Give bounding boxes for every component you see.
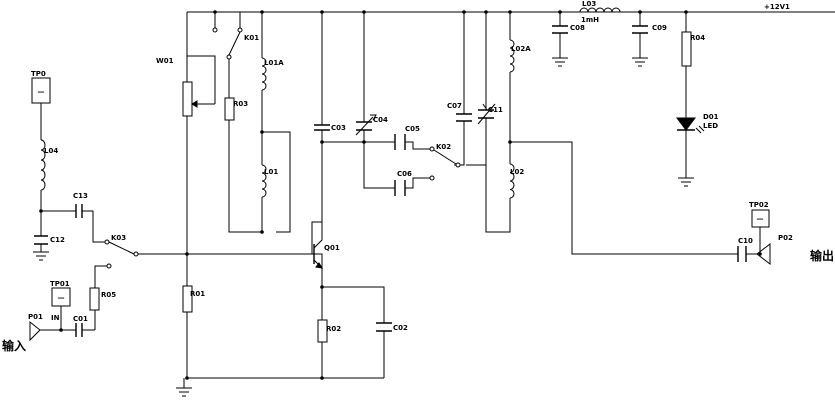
capacitor-c02 <box>376 322 392 332</box>
capacitor-c11 <box>477 103 496 125</box>
r03-label: R03 <box>233 100 248 108</box>
q01-label: Q01 <box>324 244 340 252</box>
transistor-q01 <box>313 222 323 287</box>
c07-label: C07 <box>447 102 462 110</box>
test-point-tp01 <box>51 287 71 307</box>
c05-label: C05 <box>405 125 420 133</box>
r01-label: R01 <box>190 290 205 298</box>
wires <box>40 11 835 388</box>
inductor-l01 <box>261 164 267 198</box>
switch-k01 <box>212 27 243 60</box>
capacitor-c06 <box>394 180 406 196</box>
resistor-r04 <box>681 31 692 67</box>
capacitor-c03 <box>314 124 330 131</box>
inductor-l02 <box>509 163 515 230</box>
capacitor-c08 <box>552 25 568 34</box>
c09-label: C09 <box>652 24 667 32</box>
p01-label: P01 <box>28 313 43 321</box>
tp02-label: TP02 <box>749 201 769 209</box>
l01-label: L01 <box>264 168 278 176</box>
r05-label: R05 <box>101 291 116 299</box>
c03-label: C03 <box>331 124 346 132</box>
potentiometer-w01 <box>182 81 193 117</box>
l03-label: L03 <box>582 0 596 8</box>
led-d01 <box>676 117 705 134</box>
c13-label: C13 <box>73 192 88 200</box>
capacitor-c12 <box>34 235 48 245</box>
junctions <box>39 10 762 380</box>
component-labels: +12V1 TP0 L04 C13 C12 K03 TP01 R05 P01 I… <box>2 0 834 353</box>
d01-label: D01 <box>703 113 719 121</box>
inductor-l03 <box>579 7 621 13</box>
w01-label: W01 <box>156 57 174 65</box>
output-label: 输出 <box>810 248 834 263</box>
c01-label: C01 <box>73 315 88 323</box>
test-point-tp0 <box>31 77 51 104</box>
c06-label: C06 <box>397 170 412 178</box>
switch-k03 <box>104 239 139 269</box>
inductor-l04 <box>40 139 46 191</box>
capacitor-c05 <box>394 134 406 150</box>
r02-label: R02 <box>326 325 341 333</box>
connector-p01 <box>29 320 41 342</box>
l02a-label: L02A <box>511 45 531 53</box>
p02-label: P02 <box>778 234 793 242</box>
c08-label: C08 <box>570 24 585 32</box>
tp0-label: TP0 <box>31 70 46 78</box>
input-label: 输入 <box>2 338 26 353</box>
l03-value: 1mH <box>581 16 599 24</box>
tp0-symbol: — <box>38 88 45 96</box>
led-label: LED <box>703 122 718 130</box>
r04-label: R04 <box>690 34 705 42</box>
tp02-symbol: — <box>757 215 764 223</box>
tp01-symbol: — <box>58 294 65 302</box>
test-point-tp02 <box>751 209 770 228</box>
c10-label: C10 <box>738 237 753 245</box>
l02-label: L02 <box>510 168 524 176</box>
c12-label: C12 <box>50 236 65 244</box>
in-label: IN <box>51 314 60 322</box>
resistor-r02 <box>317 319 328 343</box>
l04-label: L04 <box>44 147 58 155</box>
switch-k02 <box>429 146 461 181</box>
connector-p02 <box>756 242 771 266</box>
capacitor-c13 <box>75 204 83 218</box>
k02-label: K02 <box>436 143 451 151</box>
k01-label: K01 <box>244 34 259 42</box>
k03-label: K03 <box>111 234 126 242</box>
resistor-r05 <box>89 287 100 311</box>
c02-label: C02 <box>393 324 408 332</box>
l01a-label: L01A <box>264 59 284 67</box>
capacitor-c04 <box>355 114 377 136</box>
capacitor-c10 <box>737 246 747 262</box>
capacitor-c01 <box>75 323 83 337</box>
tp01-label: TP01 <box>50 280 70 288</box>
inductor-l01a <box>261 57 267 91</box>
resistor-r03 <box>224 97 235 121</box>
c04-label: C04 <box>373 116 388 124</box>
capacitor-c07 <box>456 113 472 122</box>
c11-label: C11 <box>488 106 503 114</box>
supply-label: +12V1 <box>764 3 790 11</box>
inductor-l02a <box>509 39 515 73</box>
capacitor-c09 <box>632 25 648 34</box>
resistor-r01 <box>182 285 193 313</box>
ground-symbols <box>33 57 694 397</box>
